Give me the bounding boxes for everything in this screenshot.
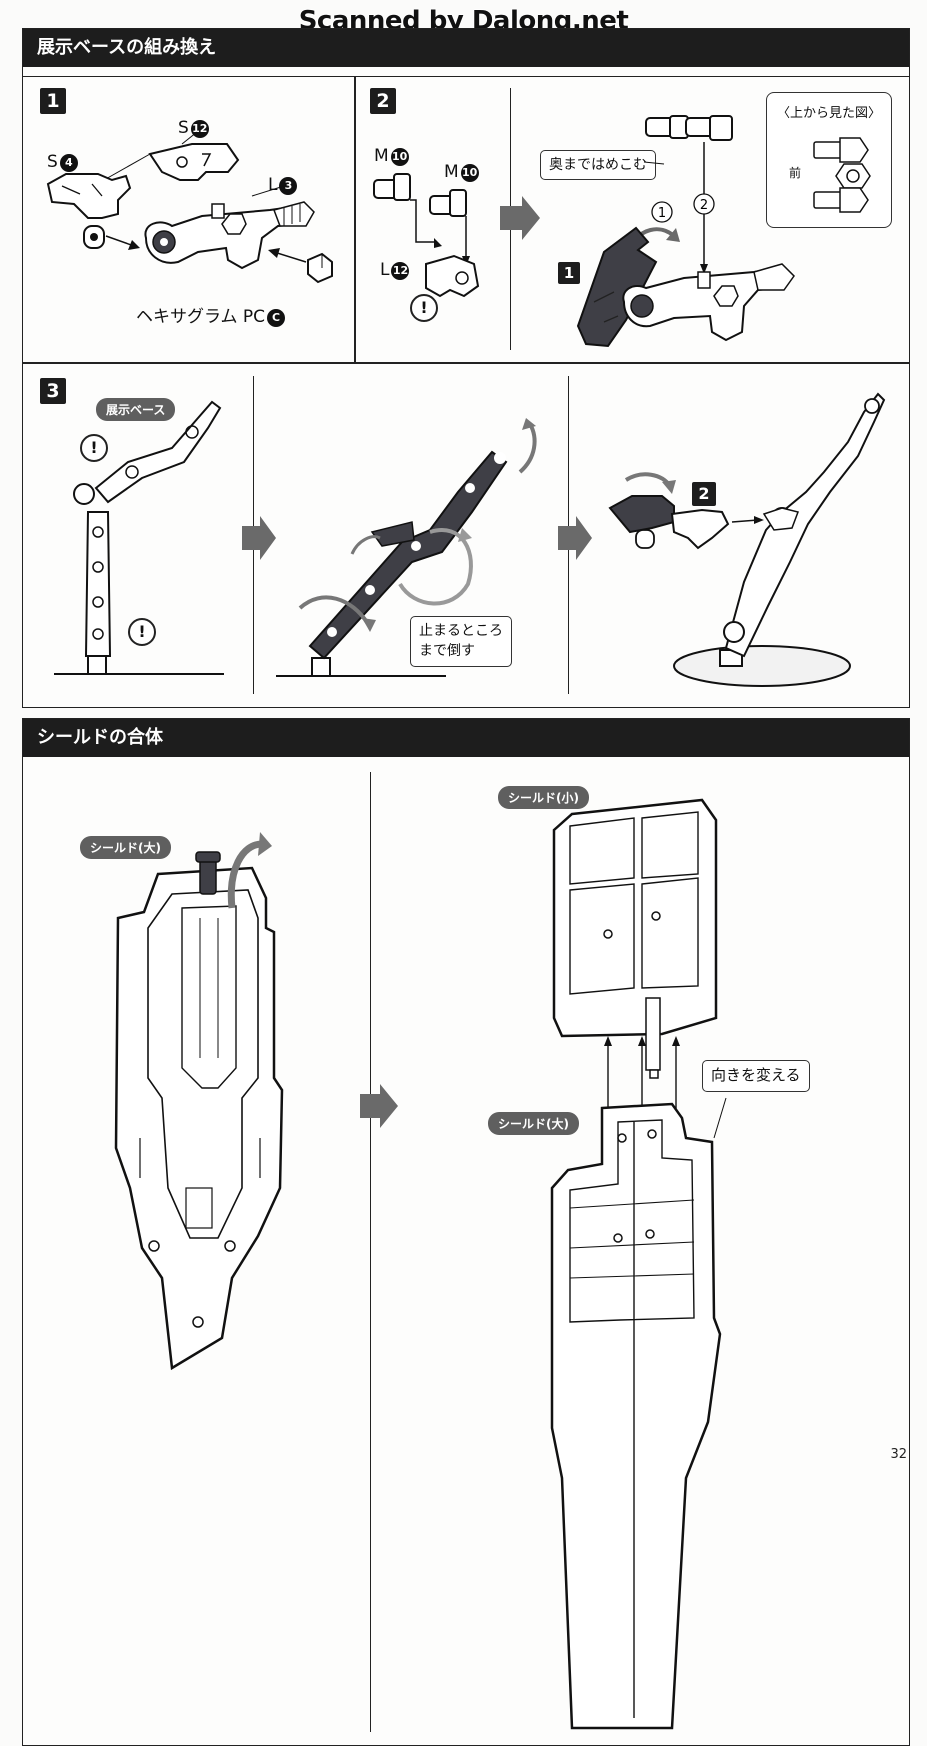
section-title: シールドの合体: [23, 719, 909, 757]
part-number-badge: C: [267, 309, 286, 327]
step2-panel: [354, 76, 910, 364]
shield-large-label: シールド(大): [488, 1112, 579, 1135]
step1-parts-illustration: [46, 131, 333, 284]
part-number-badge: 12: [391, 262, 410, 280]
shield-assembly-illustration: [114, 798, 727, 1730]
shield-small-label: シールド(小): [498, 786, 589, 809]
step2-parts-illustration: 2 1: [373, 115, 871, 348]
panel-divider: [370, 772, 371, 1732]
callout-line: まで倒す: [419, 643, 475, 660]
order-number-1: 1: [658, 206, 666, 221]
step1-panel: [22, 76, 356, 364]
top-view-front-label: 前: [789, 166, 802, 180]
part-number-badge: 4: [59, 154, 78, 172]
part-number-badge: 10: [390, 148, 409, 166]
order-number-2: 2: [700, 198, 708, 213]
tilt-until-stop-callout: 止まるところ まで倒す: [410, 616, 512, 667]
sub-step-badge: 2: [692, 482, 716, 506]
caution-icon: !: [80, 434, 108, 462]
step-number-badge: 3: [40, 378, 66, 404]
top-view-title: 〈上から見た図〉: [777, 106, 882, 121]
sub-step-badge: 1: [558, 262, 580, 284]
step3-panel: [22, 362, 910, 708]
change-direction-callout: 向きを変える: [702, 1060, 810, 1092]
section-title: 展示ベースの組み換え: [23, 29, 909, 67]
push-fully-callout: 奥まではめこむ: [540, 150, 656, 181]
callout-line: 止まるところ: [419, 623, 503, 639]
step-number-badge: 1: [40, 88, 66, 114]
shield-large-label: シールド(大): [80, 836, 171, 859]
caution-icon: !: [128, 618, 156, 646]
display-base-label: 展示ベース: [96, 398, 176, 421]
step-number-badge: 2: [370, 88, 396, 114]
page-number: 32: [890, 1447, 907, 1462]
caution-icon: !: [410, 294, 438, 322]
part-number-badge: 3: [279, 177, 298, 195]
step3-stand-illustration: [54, 392, 886, 687]
part-number-badge: 10: [460, 164, 479, 182]
